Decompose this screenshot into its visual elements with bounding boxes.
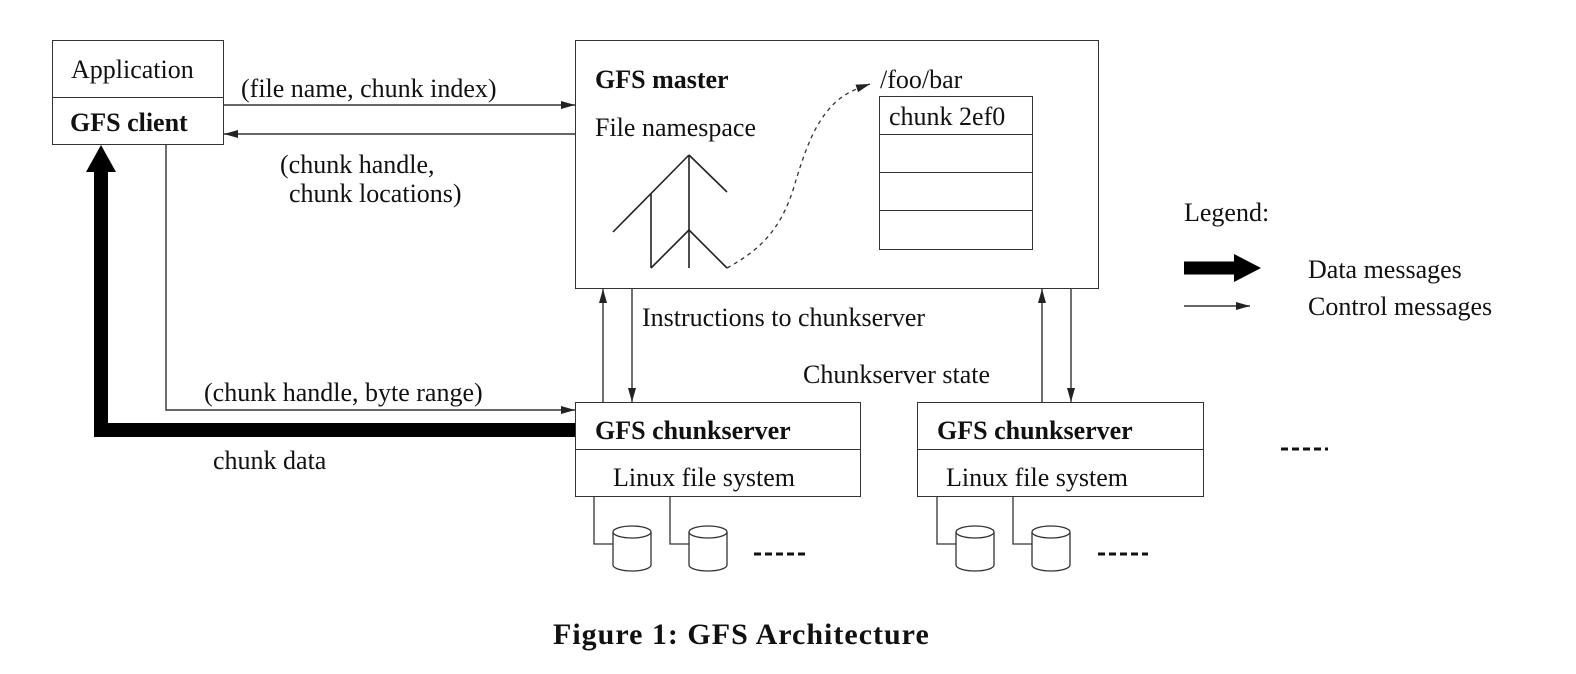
disk-icon (612, 532, 652, 572)
chunkserver-title-cell: GFS chunkserver (576, 403, 860, 450)
chunk-id-label: chunk 2ef0 (889, 102, 1006, 131)
linux-fs-label: Linux file system (946, 463, 1128, 492)
linux-fs-label: Linux file system (613, 463, 795, 492)
legend-control-label: Control messages (1308, 292, 1493, 321)
chunk-data-arrowhead (86, 145, 116, 172)
gfs-chunkserver-box: GFS chunkserver Linux file system (917, 402, 1204, 497)
read-request-label: (chunk handle, byte range) (204, 378, 483, 407)
gfs-client-label: GFS client (70, 108, 188, 137)
legend-data-arrowhead (1234, 254, 1261, 282)
chunk-table-row (880, 173, 1032, 211)
read-request-arrow (165, 145, 575, 414)
figure-caption: Figure 1: GFS Architecture (553, 618, 930, 651)
linux-fs-cell: Linux file system (576, 450, 860, 496)
linux-fs-cell: Linux file system (918, 450, 1203, 496)
disk-icon (1031, 532, 1071, 572)
request-label: (file name, chunk index) (241, 74, 497, 103)
chunk-table: chunk 2ef0 (879, 96, 1033, 250)
application-label: Application (71, 55, 194, 84)
reply-label-line1: (chunk handle, (280, 150, 435, 179)
legend-data-label: Data messages (1308, 255, 1462, 284)
chunk-table-row: chunk 2ef0 (880, 97, 1032, 135)
chunkserver-state-label: Chunkserver state (803, 360, 991, 389)
chunk-data-label: chunk data (213, 446, 327, 475)
instructions-label: Instructions to chunkserver (642, 303, 926, 332)
chunkserver-title: GFS chunkserver (937, 416, 1133, 445)
namespace-pointer (726, 83, 871, 269)
gfs-client-box: Application GFS client (52, 40, 224, 145)
disk-icon (955, 532, 995, 572)
disk-icon (688, 532, 728, 572)
path-label: /foo/bar (880, 65, 963, 94)
gfs-chunkserver-box: GFS chunkserver Linux file system (575, 402, 861, 497)
chunk-data-arrow (94, 172, 575, 437)
chunkserver-title-cell: GFS chunkserver (918, 403, 1203, 450)
application-cell: Application (53, 41, 223, 98)
disk-group (936, 497, 1071, 572)
chunkserver-title: GFS chunkserver (595, 416, 791, 445)
file-namespace-label: File namespace (595, 113, 756, 142)
client-cell: GFS client (53, 98, 223, 144)
namespace-tree (612, 154, 728, 269)
legend-title: Legend: (1184, 198, 1270, 227)
gfs-master-box: GFS master File namespace /foo/bar chunk… (575, 40, 1099, 289)
gfs-master-title: GFS master (595, 65, 729, 94)
chunk-table-row (880, 135, 1032, 173)
reply-label-line2: chunk locations) (289, 179, 462, 208)
disk-group (593, 497, 728, 572)
